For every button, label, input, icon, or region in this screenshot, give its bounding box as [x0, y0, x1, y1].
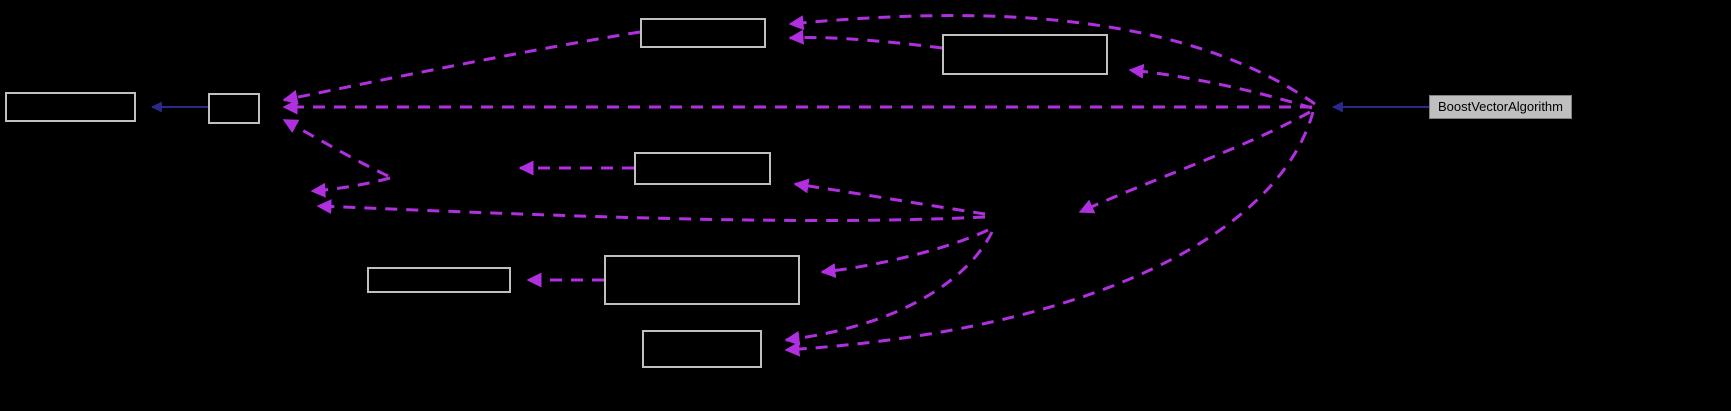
edge-fanmid-to-node7: [820, 228, 989, 279]
graph-node-boostvectoralgorithm-label: BoostVectorAlgorithm: [1437, 98, 1563, 114]
graph-node-6[interactable]: [367, 267, 511, 293]
edge-fanmid-to-stub-b: [316, 199, 986, 223]
edge-fanright-to-node8: [784, 111, 1315, 357]
edge-node4-to-node3: [788, 29, 943, 50]
edge-fanright-to-node4: [1128, 63, 1313, 110]
graph-node-boostvectoralgorithm[interactable]: BoostVectorAlgorithm: [1429, 95, 1572, 119]
graph-node-4[interactable]: [942, 34, 1108, 75]
graph-node-5[interactable]: [634, 152, 771, 185]
edge-fanright-to-fanmid: [1078, 110, 1311, 214]
graph-node-8[interactable]: [642, 330, 762, 368]
edge-node3-to-node2: [282, 30, 641, 105]
graph-node-1[interactable]: [5, 92, 136, 122]
edge-fanright-to-node3-top: [788, 14, 1316, 106]
graph-node-2[interactable]: [208, 93, 260, 124]
graph-node-7[interactable]: [604, 255, 800, 305]
edge-node2-to-stub-a: [282, 118, 389, 178]
edge-fanmid-to-node5: [793, 178, 986, 216]
edge-fanmid-to-node8: [784, 231, 994, 346]
graph-node-3[interactable]: [640, 18, 766, 48]
edge-fanmid-to-stub-a: [310, 176, 391, 198]
